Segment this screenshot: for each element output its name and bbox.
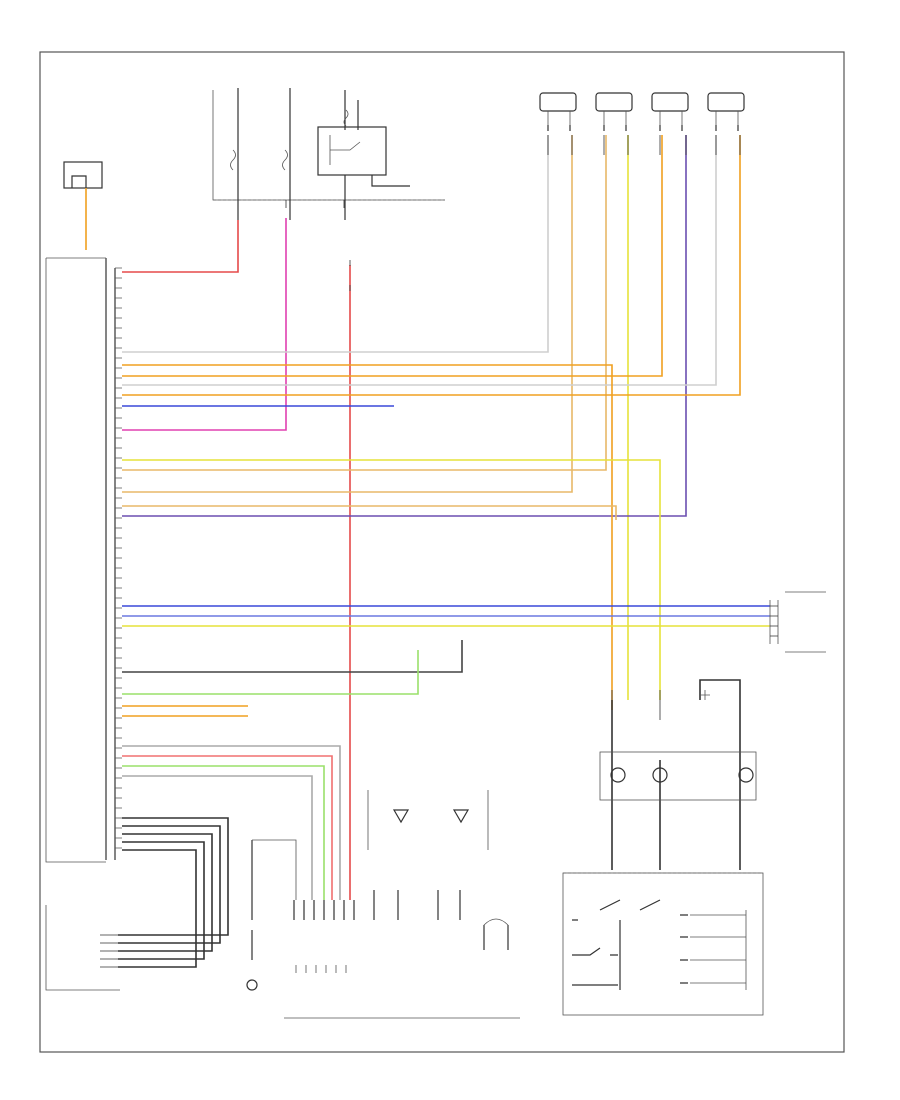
wire-red-2: [122, 755, 333, 900]
fuse-block: [212, 88, 445, 220]
wire-spk3-b: [122, 135, 687, 517]
wire-light-green-2: [122, 765, 325, 900]
wire-spk1-b: [122, 135, 573, 493]
steering-switch: [562, 872, 764, 1016]
wire-yellow-sub: [122, 459, 661, 700]
wire-green-1: [122, 650, 419, 695]
satellite-module: [599, 690, 757, 801]
front-controls: [45, 905, 120, 991]
speaker-2: [595, 92, 633, 131]
wire-tan-low: [122, 505, 617, 520]
wire-black-ground-2: [699, 679, 741, 760]
wire-dark-3: [118, 833, 213, 952]
wire-spk1-a: [122, 135, 549, 353]
wires: [85, 135, 770, 968]
wire-dark-1: [118, 817, 229, 936]
bottom-connector: [284, 900, 520, 1019]
diagram-frame: [39, 51, 845, 1053]
wire-dark-4: [118, 841, 205, 960]
pin-ticks: [237, 135, 741, 720]
wire-dark-2: [118, 825, 221, 944]
audio-unit-connector: [45, 257, 122, 863]
wire-power-red: [122, 220, 239, 273]
speaker-3: [651, 92, 689, 131]
relay-box: [317, 126, 387, 176]
front-speaker-connectors: [367, 790, 509, 950]
ground-terminal: [246, 839, 297, 991]
wire-dark-5: [118, 849, 197, 968]
wire-dark-ground: [122, 640, 463, 673]
speakers: [539, 92, 745, 131]
wire-spk3-a: [122, 135, 663, 377]
wire-spk4-a: [122, 135, 717, 386]
wire-spk2-a: [122, 135, 607, 471]
wire-spk4-b: [122, 135, 741, 396]
wire-orange-mid: [122, 364, 613, 710]
speaker-4: [707, 92, 745, 131]
wire-pink: [122, 218, 287, 431]
speaker-1: [539, 92, 577, 131]
antenna-module: [63, 161, 103, 189]
wire-gray-1: [122, 745, 341, 900]
bus-connector: [769, 591, 826, 653]
wire-gray-2: [122, 775, 313, 900]
